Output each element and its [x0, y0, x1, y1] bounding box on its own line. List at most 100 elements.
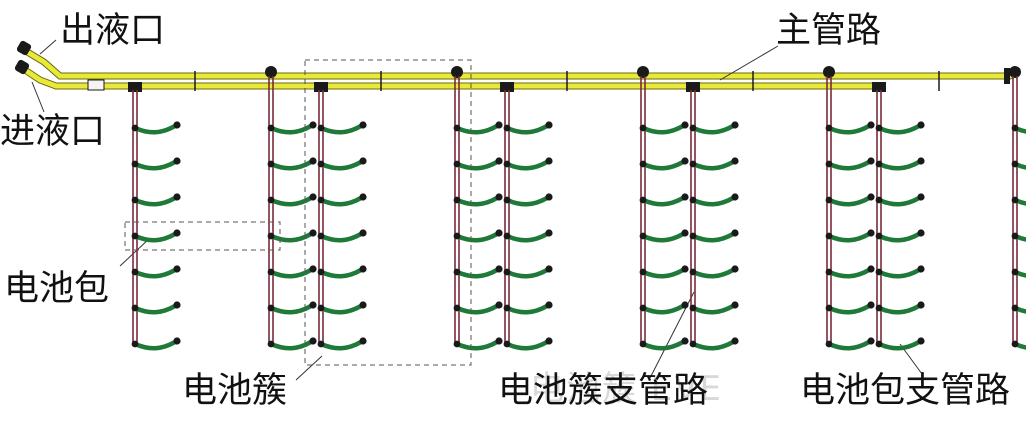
pack-connector: [495, 193, 503, 201]
pack-connector: [825, 196, 833, 204]
pack-connector: [639, 232, 647, 240]
inlet-nozzle: [14, 59, 30, 75]
pack-branch-pipe: [690, 231, 736, 243]
pack-connector: [317, 160, 325, 168]
pack-branch-pipe: [318, 231, 364, 243]
pack-connector: [917, 337, 925, 345]
pack-connector: [867, 229, 875, 237]
pack-connector: [917, 301, 925, 309]
pack-connector: [267, 304, 275, 312]
pack-connector: [267, 160, 275, 168]
pack-connector: [131, 124, 139, 132]
riser-joint: [872, 82, 886, 92]
pack-branch-pipe: [268, 123, 314, 135]
pack-branch-pipe: [640, 303, 686, 315]
pack-connector: [359, 121, 367, 129]
pack-connector: [689, 160, 697, 168]
pack-branch-pipe: [640, 231, 686, 243]
pack-connector: [867, 121, 875, 129]
pack-branch-pipe: [454, 303, 500, 315]
pack-branch-pipe: [454, 339, 500, 351]
pack-leader-line: [119, 237, 151, 267]
main-pipe-label: 主管路: [776, 11, 882, 51]
pack-connector: [545, 121, 553, 129]
riser-joint: [314, 82, 328, 92]
pack-connector: [309, 301, 317, 309]
pack-connector: [173, 301, 181, 309]
pack-branch-pipe: [268, 339, 314, 351]
pack-branch-pipe: [268, 195, 314, 207]
pack-connector: [639, 196, 647, 204]
pack-connector: [131, 304, 139, 312]
pack-connector: [1011, 124, 1019, 132]
pack-branch-pipe: [268, 231, 314, 243]
pack-connector: [1011, 340, 1019, 348]
battery-pack-highlight-box: [124, 221, 281, 251]
pack-connector: [173, 121, 181, 129]
pack-connector: [173, 157, 181, 165]
pack-connector: [317, 304, 325, 312]
pack-connector: [681, 301, 689, 309]
pack-connector: [681, 229, 689, 237]
pack-connector: [503, 160, 511, 168]
pack-connector: [689, 232, 697, 240]
pack-branch-pipe: [504, 159, 550, 171]
pack-connector: [639, 340, 647, 348]
pack-connector: [453, 304, 461, 312]
pack-branch-pipe: [876, 195, 922, 207]
pack-connector: [545, 229, 553, 237]
pack-connector: [545, 337, 553, 345]
pack-connector: [825, 304, 833, 312]
pack-connector: [875, 304, 883, 312]
outlet-leader-line: [39, 39, 57, 55]
pack-connector: [495, 229, 503, 237]
pack-connector: [875, 160, 883, 168]
pack-connector: [173, 193, 181, 201]
pack-branch-label: 电池包支管路: [800, 371, 1011, 411]
pack-connector: [453, 124, 461, 132]
pack-branch-pipe: [504, 231, 550, 243]
pack-connector: [267, 124, 275, 132]
pack-branch-pipe: [454, 123, 500, 135]
pack-connector: [689, 196, 697, 204]
cluster-leader-line: [295, 355, 323, 381]
pack-branch-pipe: [1012, 305, 1026, 314]
pack-branch-pipe: [690, 267, 736, 279]
pack-branch-pipe: [132, 195, 178, 207]
pack-connector: [1011, 160, 1019, 168]
pack-connector: [639, 268, 647, 276]
pack-connector: [689, 304, 697, 312]
pack-connector: [545, 301, 553, 309]
pack-branch-pipe: [132, 231, 178, 243]
pack-connector: [917, 229, 925, 237]
pack-branch-pipe: [132, 303, 178, 315]
pack-branch-pipe: [876, 303, 922, 315]
pack-connector: [681, 193, 689, 201]
pack-connector: [917, 157, 925, 165]
pack-branch-pipe: [826, 267, 872, 279]
pack-branch-pipe: [640, 195, 686, 207]
pack-connector: [731, 157, 739, 165]
pack-connector: [731, 265, 739, 273]
inlet-leader-line: [31, 81, 45, 113]
pack-branch-pipe: [640, 267, 686, 279]
riser-joint: [686, 82, 700, 92]
pack-connector: [867, 337, 875, 345]
pack-connector: [131, 160, 139, 168]
pack-connector: [495, 157, 503, 165]
pack-connector: [453, 268, 461, 276]
pack-connector: [867, 265, 875, 273]
pack-branch-pipe: [1012, 161, 1026, 170]
riser-valve: [637, 66, 649, 78]
pack-branch-pipe: [132, 339, 178, 351]
pack-branch-pipe: [268, 303, 314, 315]
pack-branch-pipe: [690, 339, 736, 351]
pack-branch-pipe: [640, 123, 686, 135]
pack-connector: [309, 337, 317, 345]
pack-branch-pipe: [454, 267, 500, 279]
pack-connector: [503, 232, 511, 240]
pack-connector: [359, 229, 367, 237]
pack-connector: [689, 268, 697, 276]
